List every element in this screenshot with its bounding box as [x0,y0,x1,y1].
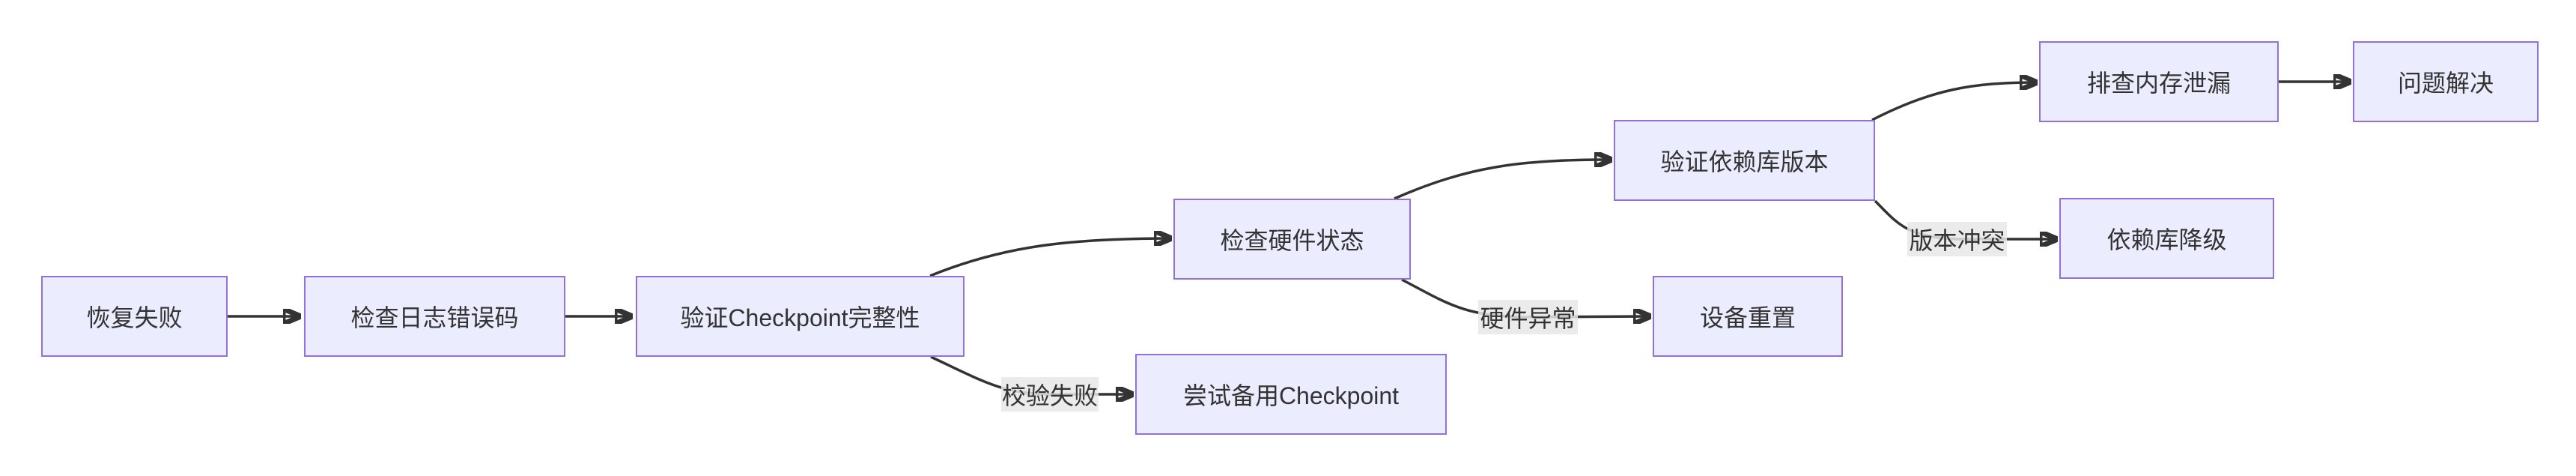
node-investigate-memory-leak: 排查内存泄漏 [2039,41,2279,122]
edge-label-checksum-failed: 校验失败 [1001,377,1099,412]
node-check-hardware-status: 检查硬件状态 [1173,199,1411,280]
edge-label-version-conflict-text: 版本冲突 [1909,227,2005,254]
node-try-backup-checkpoint-label: 尝试备用Checkpoint [1182,382,1400,409]
node-device-reset-label: 设备重置 [1699,304,1796,331]
edge-label-hardware-abnormal-text: 硬件异常 [1480,305,1576,332]
node-try-backup-checkpoint: 尝试备用Checkpoint [1135,354,1447,435]
node-check-hardware-status-label: 检查硬件状态 [1220,227,1364,254]
node-check-log-error-code-label: 检查日志错误码 [350,304,519,331]
node-problem-solved: 问题解决 [2353,41,2539,122]
node-dependency-downgrade: 依赖库降级 [2059,198,2274,279]
node-check-log-error-code: 检查日志错误码 [304,276,565,357]
node-problem-solved-label: 问题解决 [2397,70,2494,97]
node-verify-checkpoint-integrity: 验证Checkpoint完整性 [636,276,965,357]
node-dependency-downgrade-label: 依赖库降级 [2106,226,2227,253]
edge-hardware-to-deps [1394,160,1611,200]
edge-label-version-conflict: 版本冲突 [1907,222,2007,256]
node-investigate-memory-leak-label: 排查内存泄漏 [2086,70,2231,97]
node-verify-dependency-versions-label: 验证依赖库版本 [1660,148,1829,175]
edge-label-hardware-abnormal: 硬件异常 [1478,300,1578,334]
node-verify-dependency-versions: 验证依赖库版本 [1614,120,1875,201]
node-device-reset: 设备重置 [1653,276,1843,357]
node-recovery-failed-label: 恢复失败 [86,304,183,331]
edge-label-checksum-failed-text: 校验失败 [1001,382,1098,409]
edge-checkpoint-to-hardware [929,238,1170,277]
edge-deps-to-memleak [1871,82,2036,121]
node-verify-checkpoint-integrity-label: 验证Checkpoint完整性 [680,304,920,331]
node-recovery-failed: 恢复失败 [41,276,228,357]
